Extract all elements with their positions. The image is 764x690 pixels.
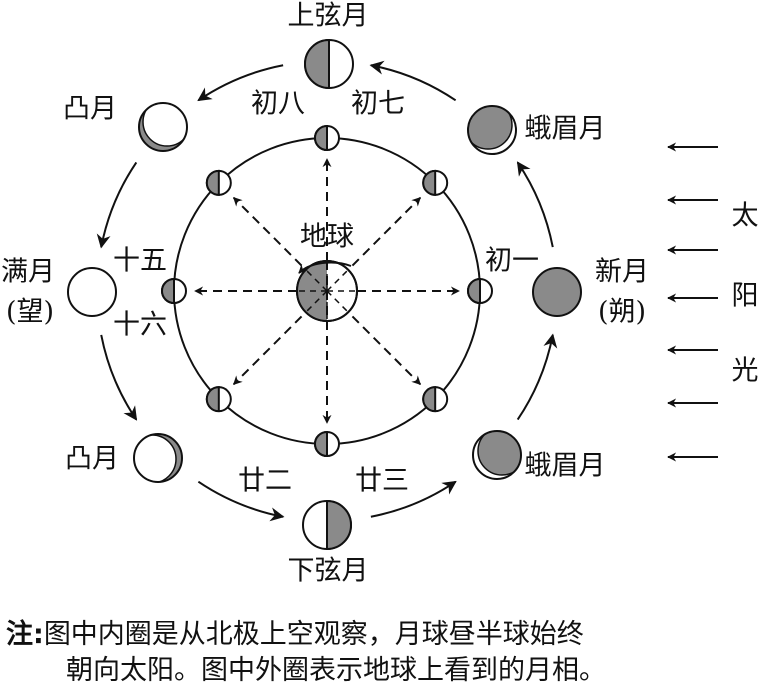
earth-rotation-arrow (298, 261, 352, 274)
day-label-23: 廿三 (355, 466, 409, 497)
day-label-16: 十六 (113, 310, 167, 341)
moon-full-outline (67, 267, 117, 317)
diagram-canvas: 地球 初八 初七 初一 十五 十六 廿二 廿三 上弦月 蛾眉月 新月 (朔) 凸… (1, 1, 759, 587)
day-label-7: 初七 (351, 89, 405, 120)
moon-last-quarter-dark (326, 499, 352, 551)
orbit-arrow (516, 161, 554, 248)
label-full-moon-alt: (望) (6, 297, 54, 328)
inner-moon-dark-half (314, 430, 328, 458)
moon-full (68, 268, 116, 316)
label-waning-gibbous: 凸月 (65, 444, 119, 475)
label-waxing-gibbous: 凸月 (63, 94, 117, 125)
earth-ray (305, 269, 328, 292)
inner-moon-dark-half (314, 124, 328, 152)
moon-new (533, 268, 581, 316)
note-line-2: 朝向太阳。图中外圈表示地球上看到的月相。 (66, 655, 606, 686)
day-label-8: 初八 (251, 89, 305, 120)
moon-waning-gibbous-terminator (134, 434, 177, 482)
inner-moon-dark-half (161, 277, 175, 305)
earth-label: 地球 (300, 222, 354, 253)
inner-moon-dark-half (467, 277, 481, 305)
label-waxing-crescent: 蛾眉月 (525, 114, 606, 145)
sunlight-char-3: 光 (732, 356, 759, 387)
moon-waning-gibbous-outline (133, 433, 183, 483)
inner-moon-dark-half (422, 386, 437, 413)
note-prefix: 注: (6, 619, 44, 650)
orbit-arrow (96, 161, 138, 249)
inner-moon-dark-half (205, 169, 220, 196)
moon-waning-crescent-outline (472, 430, 522, 480)
moon-new-outline (532, 267, 582, 317)
label-full-moon: 满月 (1, 257, 55, 288)
orbit-arrow (197, 480, 285, 522)
earth-ray (326, 269, 349, 292)
day-label-22: 廿二 (238, 466, 292, 497)
label-first-quarter: 上弦月 (288, 1, 369, 32)
label-waning-crescent: 蛾眉月 (525, 451, 606, 482)
inner-moon-dark-half (422, 169, 437, 196)
orbit-arrow (370, 480, 457, 518)
label-new-moon-alt: (朔) (598, 297, 646, 328)
earth-ray (305, 290, 328, 313)
note-text-1: 图中内圈是从北极上空观察，月球昼半球始终 (43, 619, 584, 650)
moon-first-quarter-dark (304, 38, 330, 90)
label-new-moon: 新月 (595, 257, 649, 288)
label-last-quarter: 下弦月 (288, 556, 369, 587)
orbit-arrow (516, 333, 558, 421)
sunlight-char-1: 太 (732, 201, 759, 232)
orbit-arrow (369, 60, 457, 102)
moon-waxing-gibbous-outline (138, 102, 188, 152)
day-label-15: 十五 (113, 246, 167, 277)
sunlight-char-2: 阳 (732, 281, 759, 312)
orbit-arrow (197, 64, 284, 102)
earth-ray (326, 290, 349, 313)
note-line-1: 注:图中内圈是从北极上空观察，月球昼半球始终 (6, 612, 584, 651)
moon-waxing-crescent-outline (467, 105, 517, 155)
orbit-arrow (100, 334, 138, 421)
day-label-1: 初一 (485, 246, 539, 277)
inner-moon-dark-half (205, 386, 220, 413)
